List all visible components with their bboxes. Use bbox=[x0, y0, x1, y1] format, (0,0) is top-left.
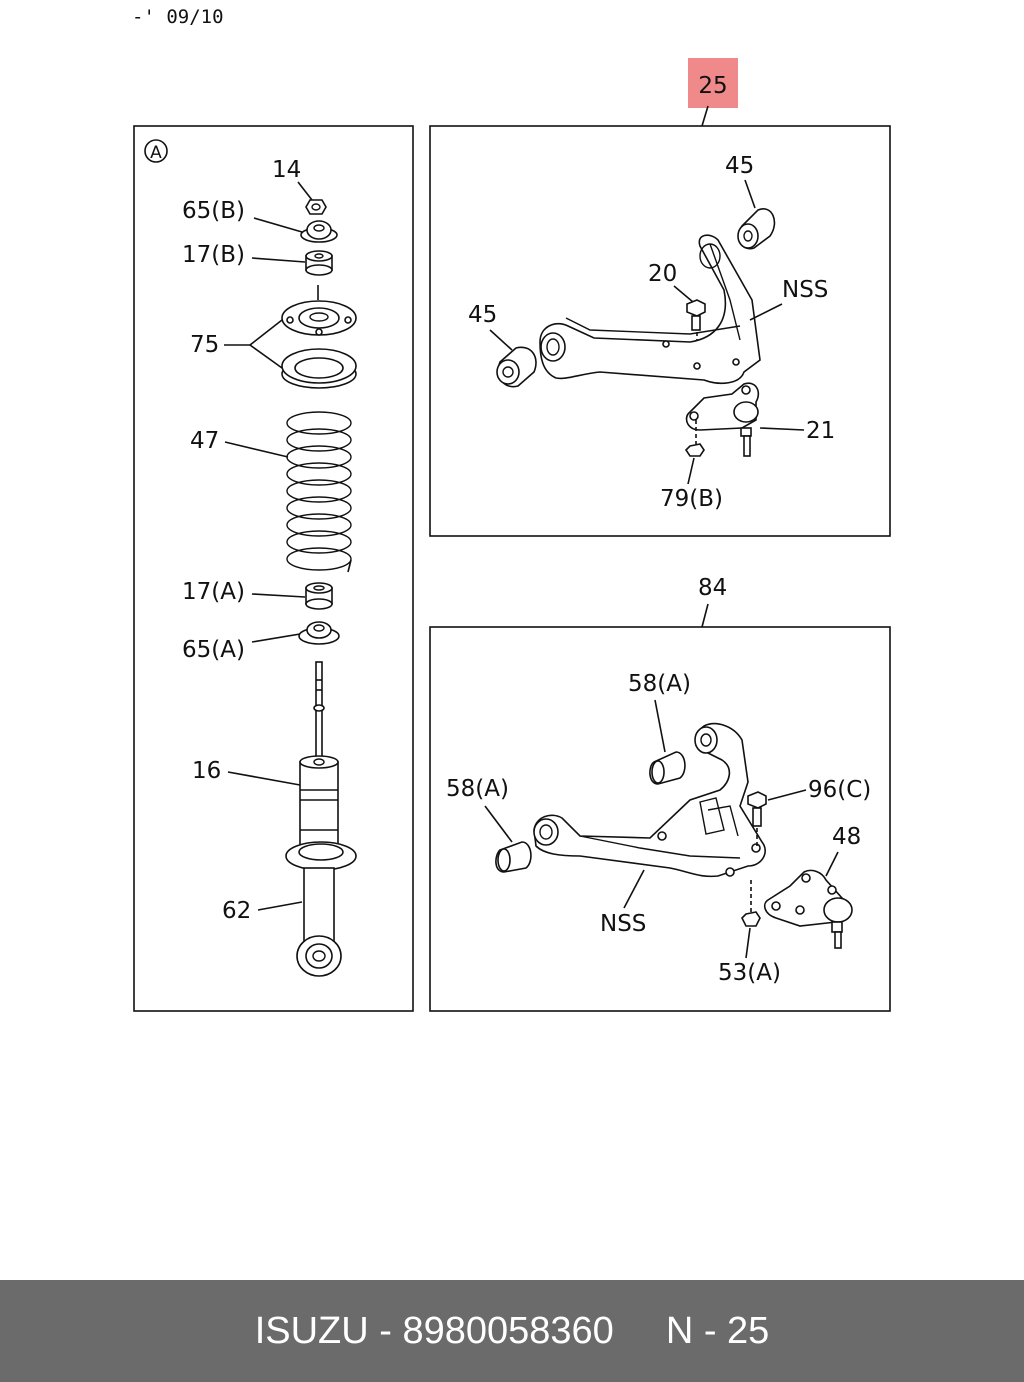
label-75[interactable]: 75 bbox=[190, 332, 219, 358]
label-53a[interactable]: 53(A) bbox=[718, 960, 781, 986]
part-shock-absorber bbox=[285, 661, 357, 977]
footer-page-ref: N - 25 bbox=[665, 1309, 770, 1352]
marker-a: A bbox=[150, 143, 162, 163]
label-65b[interactable]: 65(B) bbox=[182, 198, 245, 224]
label-21[interactable]: 21 bbox=[806, 418, 835, 444]
label-14[interactable]: 14 bbox=[272, 157, 301, 183]
label-48[interactable]: 48 bbox=[832, 824, 861, 850]
part-bushing-58a-left bbox=[495, 841, 532, 873]
panel-left-frame bbox=[133, 125, 414, 1012]
label-79b[interactable]: 79(B) bbox=[660, 486, 723, 512]
label-47[interactable]: 47 bbox=[190, 428, 219, 454]
label-25-highlight[interactable]: 25 bbox=[698, 73, 727, 99]
part-bolt-20 bbox=[686, 299, 706, 331]
part-mount-75-lower bbox=[281, 348, 357, 389]
label-17b[interactable]: 17(B) bbox=[182, 242, 245, 268]
parts-diagram: -' 09/10 25 A 14 65(B) bbox=[132, 6, 891, 1012]
label-58a-top[interactable]: 58(A) bbox=[628, 671, 691, 697]
part-nut-53a bbox=[741, 911, 761, 927]
panel-lower-right-frame bbox=[429, 626, 891, 1012]
label-58a-left[interactable]: 58(A) bbox=[446, 776, 509, 802]
marker-circle bbox=[144, 139, 168, 163]
panel-left: A 14 65(B) 17(B) bbox=[144, 139, 357, 977]
part-mount-75-upper bbox=[281, 285, 357, 336]
label-17a[interactable]: 17(A) bbox=[182, 579, 245, 605]
part-bushing-45-left bbox=[496, 346, 537, 388]
highlight-box bbox=[688, 58, 738, 108]
label-20[interactable]: 20 bbox=[648, 261, 677, 287]
part-washer-65b bbox=[300, 220, 338, 243]
part-bushing-58a-top bbox=[649, 751, 686, 785]
part-spring-47 bbox=[286, 411, 352, 573]
panel-upper-right: 45 20 NSS 45 bbox=[468, 153, 835, 512]
label-84-assembly[interactable]: 84 bbox=[698, 575, 727, 601]
part-bushing-17a bbox=[305, 582, 333, 610]
label-nss-upper[interactable]: NSS bbox=[782, 277, 828, 303]
part-lower-control-arm bbox=[533, 722, 766, 878]
date-code: -' 09/10 bbox=[132, 6, 224, 28]
part-ball-joint-21 bbox=[685, 382, 760, 457]
part-bolt-96c bbox=[747, 791, 767, 827]
part-bushing-17b bbox=[305, 250, 333, 276]
panel-lower-right: 84 58(A) 58(A) NSS bbox=[446, 575, 871, 986]
footer-bar: ISUZU - 8980058360 N - 25 bbox=[0, 1280, 1024, 1382]
part-nut-79b bbox=[684, 443, 705, 457]
part-bushing-45-top bbox=[737, 208, 776, 250]
label-96c[interactable]: 96(C) bbox=[808, 777, 871, 803]
part-ball-joint-48 bbox=[763, 869, 853, 949]
footer-brand-part: ISUZU - 8980058360 bbox=[254, 1309, 614, 1352]
part-washer-65a bbox=[298, 621, 340, 645]
label-45-top[interactable]: 45 bbox=[725, 153, 754, 179]
label-45-left[interactable]: 45 bbox=[468, 302, 497, 328]
label-62[interactable]: 62 bbox=[222, 898, 251, 924]
part-upper-control-arm bbox=[539, 234, 761, 385]
label-65a[interactable]: 65(A) bbox=[182, 637, 245, 663]
panel-upper-right-frame bbox=[429, 125, 891, 537]
part-nut-14 bbox=[305, 199, 327, 215]
label-16[interactable]: 16 bbox=[192, 758, 221, 784]
label-nss-lower[interactable]: NSS bbox=[600, 911, 646, 937]
